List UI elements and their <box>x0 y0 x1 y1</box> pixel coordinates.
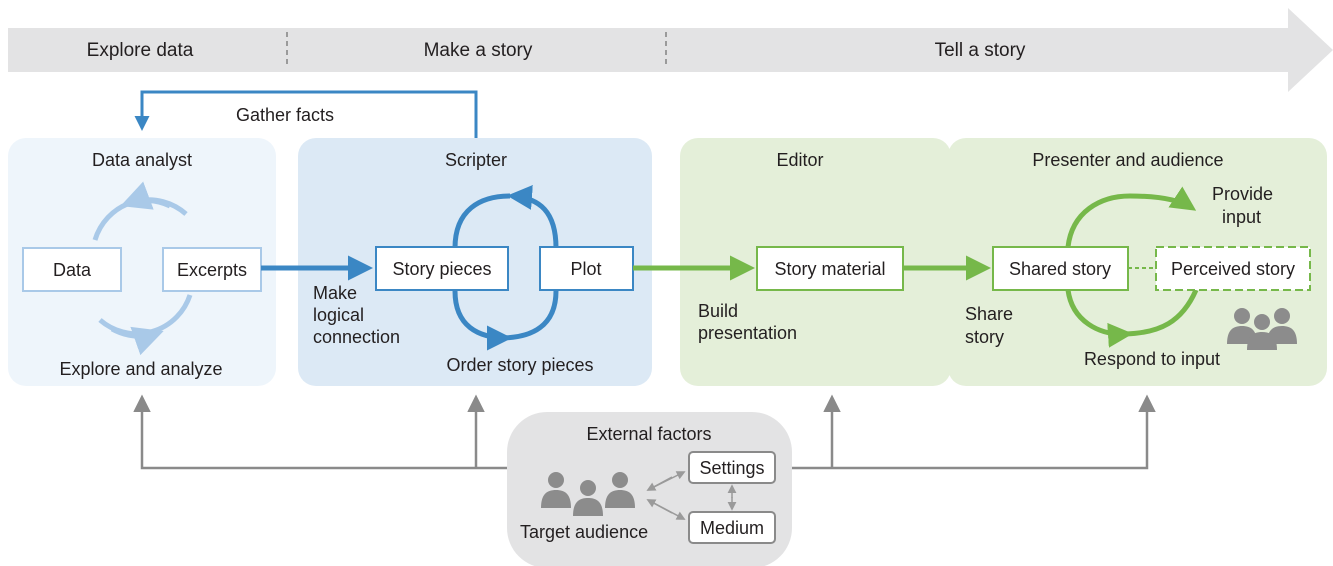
node-shared-story <box>992 246 1129 291</box>
feedback-cycle-top <box>1065 186 1197 248</box>
nodes-story-material-text: Story material <box>774 259 885 279</box>
node-data <box>22 247 122 292</box>
label-gather-facts: Gather facts <box>236 105 334 125</box>
node-excerpts <box>162 247 262 292</box>
node-plot <box>539 246 634 291</box>
labels-build-presentation-0-text: Build <box>698 301 738 321</box>
labels-provide-input-1-text: input <box>1222 207 1261 227</box>
nodes-data-text: Data <box>53 260 92 280</box>
node-perceived-story <box>1155 246 1311 291</box>
role-scripter: Scripter <box>445 150 507 170</box>
node-story-material <box>756 246 904 291</box>
order-cycle-top <box>452 193 511 249</box>
labels-make-logical-0-text: Make <box>313 283 357 303</box>
external-settings-text: Settings <box>699 458 764 478</box>
label-make-logical-connection: Make logical connection <box>313 283 400 347</box>
labels-share-story-0-text: Share <box>965 304 1013 324</box>
external-influence-arrows <box>133 394 1156 470</box>
label-explore-analyze: Explore and analyze <box>59 359 222 379</box>
label-share-story: Share story <box>965 304 1018 347</box>
labels-make-logical-2-text: connection <box>313 327 400 347</box>
nodes-plot-text: Plot <box>570 259 601 279</box>
phase-tell-a-story: Tell a story <box>935 40 1026 61</box>
feedback-cycle-bottom <box>1065 289 1133 348</box>
node-settings <box>688 451 776 484</box>
panel-data-analyst <box>8 138 276 386</box>
people-group-icon <box>1227 308 1297 350</box>
phase-explore-data: Explore data <box>87 40 194 61</box>
external-medium-text: Medium <box>700 518 764 538</box>
node-story-pieces <box>375 246 509 291</box>
node-medium <box>688 511 776 544</box>
label-respond-to-input: Respond to input <box>1084 349 1220 369</box>
label-target-audience: Target audience <box>520 522 648 542</box>
labels-make-logical-1-text: logical <box>313 305 364 325</box>
nodes-story-pieces-text: Story pieces <box>392 259 491 279</box>
phase-bar: Explore data Make a story Tell a story <box>8 8 1333 92</box>
labels-provide-input-0-text: Provide <box>1212 184 1273 204</box>
external-factors-title: External factors <box>586 424 711 444</box>
role-data-analyst: Data analyst <box>92 150 192 170</box>
label-build-presentation: Build presentation <box>698 301 797 343</box>
panel-presenter <box>948 138 1327 386</box>
role-editor: Editor <box>776 150 823 170</box>
nodes-excerpts-text: Excerpts <box>177 260 247 280</box>
label-order-story-pieces: Order story pieces <box>446 355 593 375</box>
role-presenter: Presenter and audience <box>1032 150 1223 170</box>
nodes-perceived-story-text: Perceived story <box>1171 259 1295 279</box>
labels-share-story-1-text: story <box>965 327 1004 347</box>
labels-build-presentation-1-text: presentation <box>698 323 797 343</box>
phase-make-a-story: Make a story <box>424 40 533 61</box>
nodes-shared-story-text: Shared story <box>1009 259 1111 279</box>
label-provide-input: Provide input <box>1212 184 1278 227</box>
gather-facts-arrow <box>134 90 478 138</box>
